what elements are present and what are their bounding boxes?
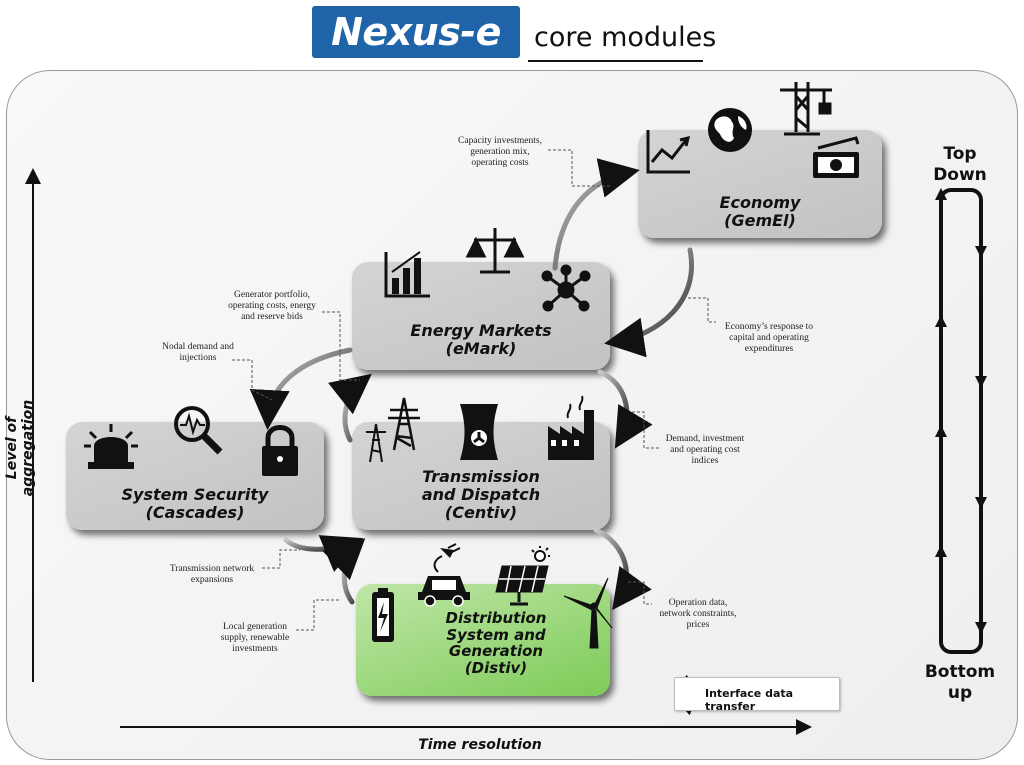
legend-label: Interface data transfer <box>705 687 794 713</box>
alarm-light-icon <box>84 424 138 469</box>
cooling-tower-icon <box>460 404 498 460</box>
arrow-security-to-transmission <box>283 535 364 572</box>
arrow-markets-to-security <box>249 347 353 430</box>
module-distribution-label: Distribution System and Generation (Dist… <box>445 609 547 677</box>
interface-arrows <box>249 158 694 611</box>
chart-up-icon <box>646 130 691 174</box>
annotation-capacity: Capacity investments, generation mix, op… <box>458 136 542 168</box>
module-energy-markets-label: Energy Markets (eMark) <box>410 321 552 358</box>
money-icon <box>813 136 860 178</box>
solar-panel-icon <box>495 546 550 606</box>
annotation-nodal-demand: Nodal demand and injections <box>162 342 234 363</box>
arrow-distribution-to-transmission <box>322 538 366 605</box>
page-subtitle: core modules <box>534 22 717 53</box>
module-transmission-dispatch-label: Transmission and Dispatch (Centiv) <box>421 467 541 522</box>
annotation-generator-portfolio: Generator portfolio, operating costs, en… <box>228 290 316 322</box>
annotation-leaders <box>232 149 716 631</box>
direction-arrowheads <box>935 188 987 634</box>
battery-icon <box>372 588 394 642</box>
crane-icon <box>780 82 832 136</box>
bar-chart-icon <box>384 251 430 298</box>
arrow-economy-to-markets <box>604 247 694 358</box>
arrow-transmission-to-distribution <box>593 527 652 611</box>
arrow-transmission-to-markets <box>328 373 372 443</box>
annotation-operation-data: Operation data, network constraints, pri… <box>659 598 737 630</box>
direction-loop <box>939 188 983 654</box>
y-axis-label: Level of aggregation <box>4 399 36 497</box>
subtitle-underline <box>528 60 703 62</box>
search-waveform-icon <box>174 406 223 455</box>
arrow-markets-to-economy <box>552 158 640 271</box>
module-economy-label: Economy (GemEl) <box>719 193 801 230</box>
network-icon <box>541 264 591 312</box>
annotation-demand-investment: Demand, investment and operating cost in… <box>665 434 745 466</box>
module-distribution: Distribution System and Generation (Dist… <box>356 584 610 696</box>
bottom-up-label: Bottom up <box>924 662 996 704</box>
arrow-markets-to-transmission <box>597 369 653 449</box>
transmission-tower-small-icon <box>366 423 386 463</box>
factory-icon <box>548 395 594 460</box>
padlock-icon <box>262 425 298 476</box>
transmission-tower-large-icon <box>388 397 420 451</box>
x-axis-label: Time resolution <box>418 737 542 753</box>
electric-car-icon <box>418 543 470 607</box>
top-down-label: Top Down <box>933 144 987 186</box>
annotation-transmission-expansions: Transmission network expansions <box>169 564 255 585</box>
module-system-security-label: System Security (Cascades) <box>121 485 269 522</box>
annotation-local-generation: Local generation supply, renewable inves… <box>220 622 290 654</box>
globe-icon <box>708 108 752 152</box>
annotation-economy-response: Economy’s response to capital and operat… <box>724 322 814 354</box>
scale-icon <box>465 228 525 274</box>
wind-turbine-icon <box>563 577 613 649</box>
nexus-e-logo: Nexus-e <box>312 6 520 58</box>
logo-text: Nexus-e <box>331 10 501 54</box>
legend: Interface data transfer <box>674 677 840 713</box>
